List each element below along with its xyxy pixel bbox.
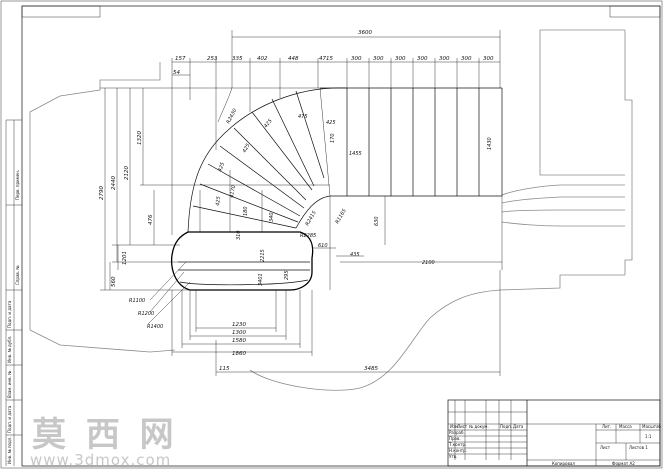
dim-left-2: 2440 — [111, 176, 117, 190]
dim-inner-14: 2215 — [260, 249, 266, 262]
tb-row-2: Лист — [457, 424, 468, 429]
dim-top-9: 300 — [395, 56, 406, 62]
sidebar-label-5: Взам. инв. № — [7, 371, 12, 398]
left-dimensions: 2790 2440 2120 1320 476 1201 560 — [99, 87, 330, 291]
tb-col-3: Масштаб — [642, 424, 662, 429]
dim-inner-22: 435 — [350, 252, 360, 258]
landing — [170, 231, 314, 291]
dim-inner-5: 475 — [298, 114, 308, 120]
sidebar-label-6: Подп. и дата — [7, 405, 12, 433]
tb-col-2: Масса — [619, 424, 632, 429]
tb-col-1: Лит. — [602, 424, 611, 429]
dim-inner-7: 1455 — [349, 151, 362, 157]
dim-top-5: 448 — [288, 56, 299, 62]
dim-bottom-2: 1300 — [232, 330, 246, 336]
dim-inner-10: 425 — [326, 120, 336, 126]
winder-flight — [187, 87, 348, 233]
dim-top-3: 335 — [232, 56, 243, 62]
watermark: 莫 西 网 www.3dmox.com — [30, 415, 178, 469]
tb-row-10: Утв. — [449, 454, 457, 459]
dim-inner-13: 310 — [236, 230, 242, 240]
tb-row-5: Дата — [513, 424, 524, 429]
dim-total-width: 3600 — [358, 30, 372, 36]
dim-top-1: 157 — [175, 56, 186, 62]
top-dimensions: 3600 157 253 335 402 448 4715 300 300 30… — [171, 30, 501, 235]
tb-row-9: Н.контр. — [449, 448, 467, 453]
dim-inner-8: 4170 — [229, 185, 237, 199]
sidebar-label-4: Инв. № дубл. — [7, 336, 12, 363]
dim-inner-18: R1165 — [335, 208, 348, 225]
bottom-dimensions: 1230 1300 1580 1860 115 3485 — [171, 270, 501, 376]
dim-bottom-5: 115 — [219, 366, 230, 372]
watermark-chars: 莫 西 网 — [32, 415, 178, 455]
radius-1: R1100 — [129, 298, 145, 304]
dim-top-8: 300 — [373, 56, 384, 62]
tb-format: Формат A2 — [612, 461, 635, 466]
dim-top-11: 300 — [439, 56, 450, 62]
dim-inner-19: 610 — [318, 243, 328, 249]
dim-inner-24: 295 — [284, 270, 290, 280]
dim-top-12: 300 — [461, 56, 472, 62]
tb-row-3: № докум. — [469, 424, 489, 429]
dim-top-2: 253 — [207, 56, 218, 62]
dim-top-14: 54 — [173, 70, 180, 76]
inner-dimensions: R2430 425 425 425 475 170 1455 4170 425 … — [215, 87, 503, 290]
sidebar-label-3: Подп. и дата — [7, 300, 12, 328]
dim-left-6: 1201 — [122, 251, 128, 265]
tb-copied: Копировал — [552, 461, 575, 466]
dim-inner-6: 170 — [330, 133, 336, 143]
radius-3: R1400 — [147, 324, 163, 330]
dim-inner-15: R2285 — [300, 233, 316, 239]
watermark-url: www.3dmox.com — [30, 451, 171, 469]
tb-row-1: Изм. — [450, 424, 459, 429]
dim-inner-2: 425 — [263, 118, 274, 129]
room-outline — [29, 29, 633, 391]
tb-row-8: Т.контр. — [448, 442, 466, 447]
tb-row-4: Подп. — [500, 424, 512, 429]
dim-inner-11: 180 — [243, 206, 249, 216]
tb-row-6: Разраб. — [449, 430, 465, 435]
dim-top-10: 300 — [417, 56, 428, 62]
dim-inner-4: 425 — [217, 162, 226, 173]
tb-scale: 1:1 — [645, 434, 652, 439]
dim-inner-3: 425 — [242, 143, 252, 154]
dim-left-4: 1320 — [137, 131, 143, 145]
dim-top-7: 300 — [351, 56, 362, 62]
dim-inner-1: R2430 — [225, 108, 238, 125]
dim-bottom-3: 1580 — [232, 338, 246, 344]
dim-inner-16: 3401 — [258, 273, 264, 286]
dim-left-7: 560 — [111, 276, 117, 287]
dim-inner-20: 630 — [374, 216, 380, 226]
tb-row-7: Пров. — [449, 436, 461, 441]
sidebar-label-2: Справ. № — [15, 266, 20, 285]
dim-top-6: 4715 — [319, 56, 333, 62]
straight-flight — [320, 87, 503, 197]
dim-left-1: 2790 — [99, 186, 105, 200]
dim-top-13: 300 — [483, 56, 494, 62]
sidebar-label-1: Перв. примен. — [15, 170, 20, 200]
dim-bottom-4: 1860 — [232, 351, 246, 357]
dim-inner-21: 1430 — [487, 137, 493, 150]
radius-2: R1200 — [138, 311, 154, 317]
dim-left-3: 2120 — [124, 166, 130, 180]
radius-leaders: R1100 R1200 R1400 — [129, 261, 191, 330]
dim-inner-9: 425 — [215, 196, 222, 206]
dim-bottom-6: 3485 — [364, 366, 378, 372]
dim-top-4: 402 — [257, 56, 268, 62]
title-block: Изм. Лист № докум. Подп. Дата Разраб. Пр… — [447, 399, 662, 467]
tb-sheets: Листов 1 — [629, 445, 648, 450]
sidebar-label-7: Инв. № подл. — [7, 436, 12, 464]
dim-left-5: 476 — [148, 214, 154, 225]
dim-bottom-1: 1230 — [232, 322, 246, 328]
dim-inner-12: 340 — [269, 212, 275, 222]
dim-inner-23: 2100 — [422, 260, 435, 266]
tb-sheet: Лист — [600, 445, 611, 450]
dim-inner-17: R2415 — [305, 210, 318, 227]
left-sidebar: Перв. примен. Справ. № Подп. и дата Инв.… — [5, 119, 22, 466]
